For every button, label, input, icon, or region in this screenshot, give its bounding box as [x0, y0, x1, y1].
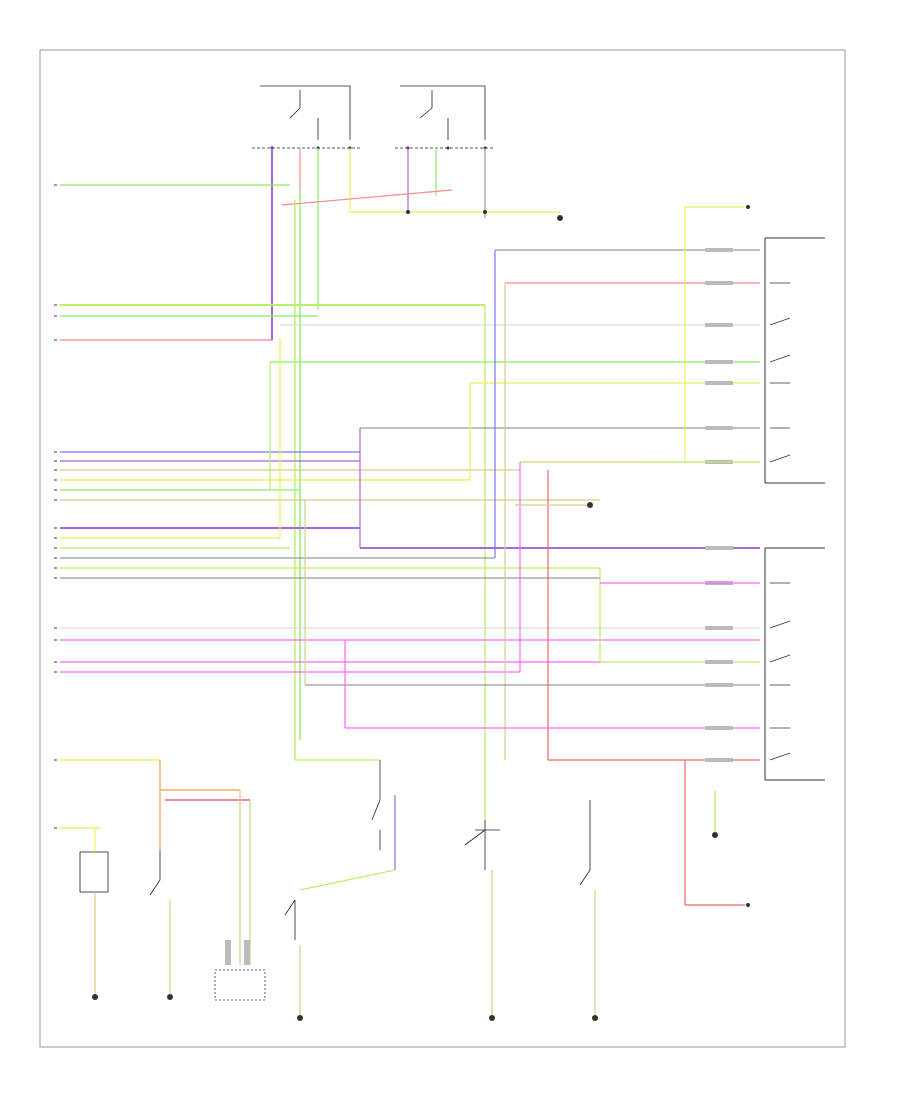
bottom-center-section [284, 759, 396, 1021]
top-left-relay [252, 85, 360, 150]
left-pin-markers [54, 184, 57, 829]
left-wires [60, 304, 760, 829]
top-right-relay [395, 85, 495, 150]
right-upper-connector [764, 237, 825, 484]
top-wires [60, 148, 563, 760]
mid-verticals [269, 205, 760, 907]
right-lower-connector [764, 547, 825, 781]
bottom-left-section [79, 760, 266, 1001]
diagram-frame [39, 49, 846, 1048]
right-switches [769, 282, 791, 761]
right-wire-stubs [600, 248, 760, 762]
bottom-mid-section [464, 790, 718, 1021]
